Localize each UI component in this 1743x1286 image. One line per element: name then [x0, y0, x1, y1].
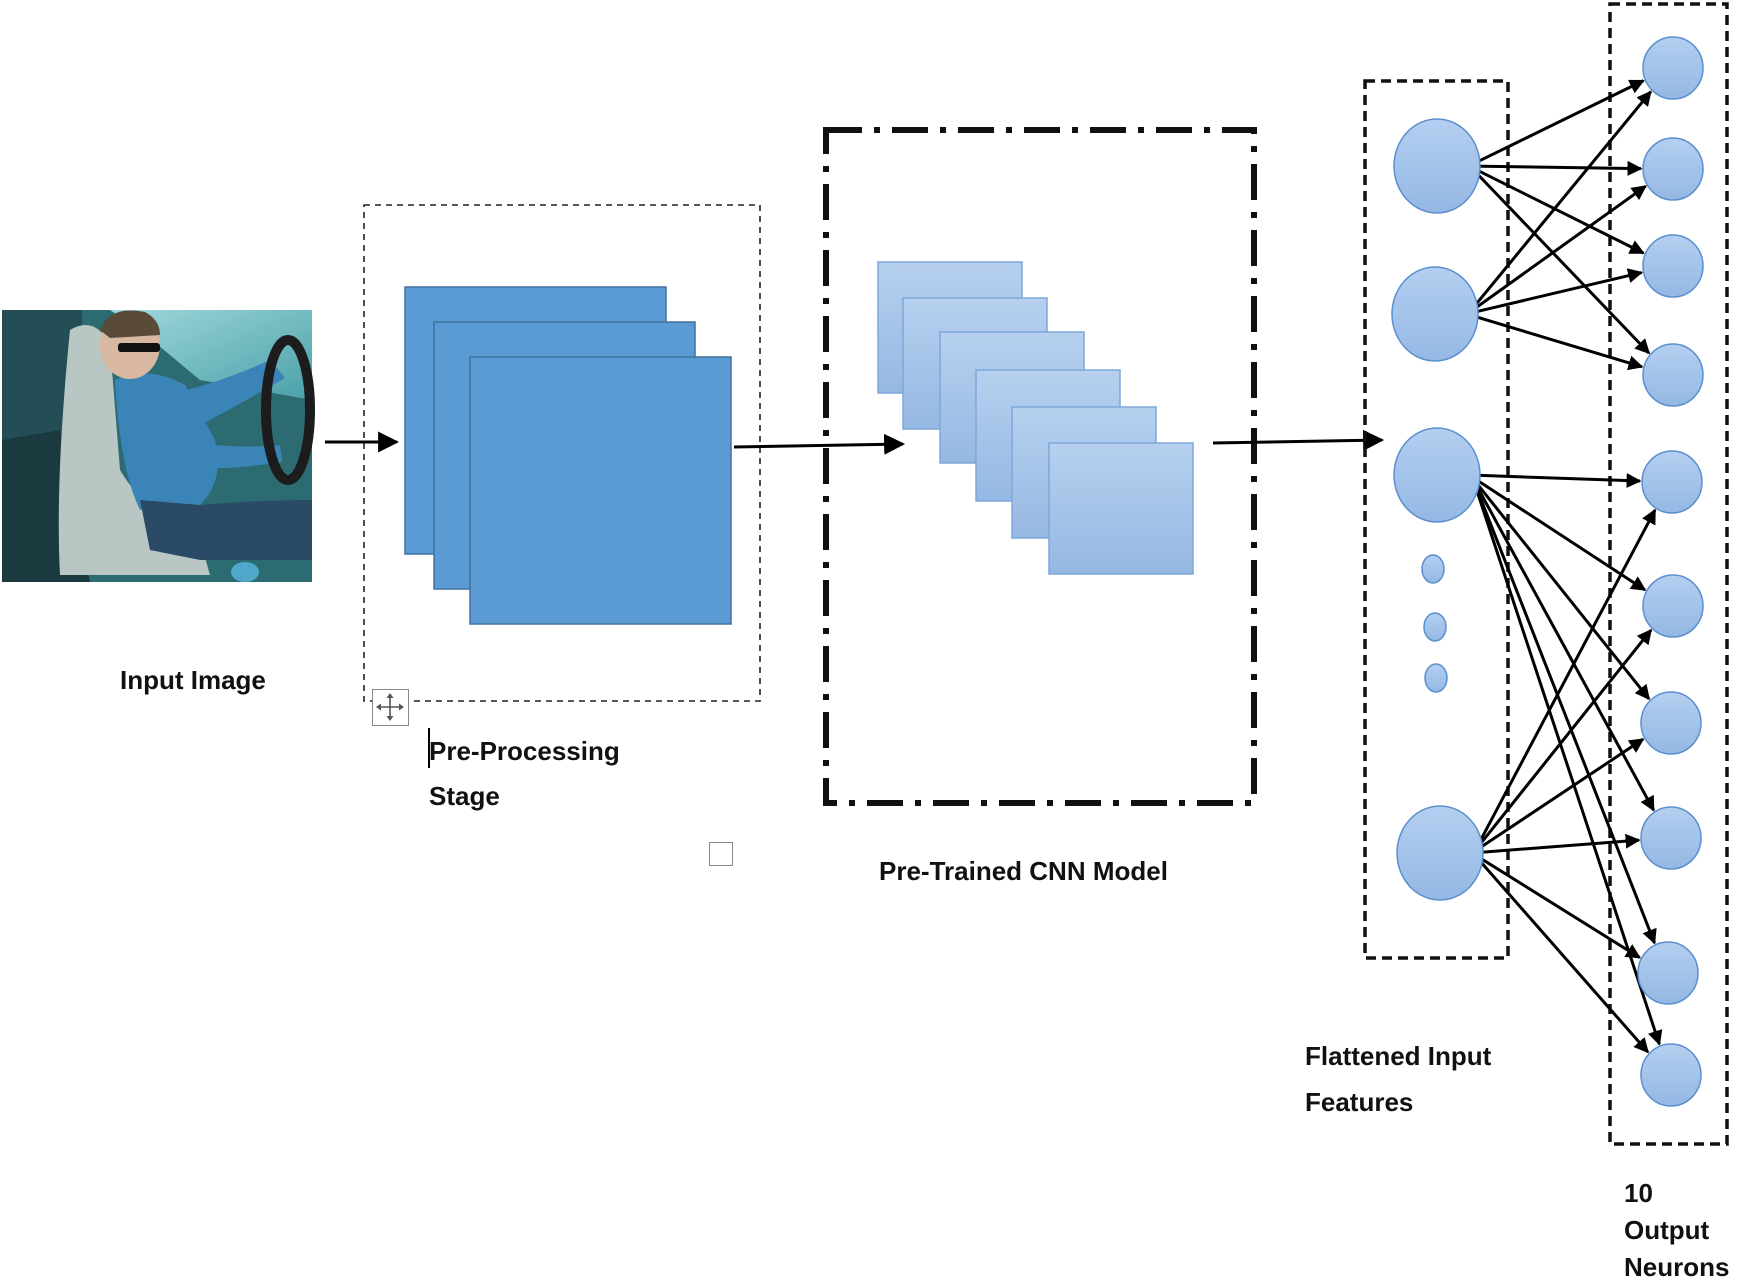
connection-arrow — [1472, 168, 1651, 355]
input-neuron-2 — [1391, 266, 1479, 362]
connection-arrow — [1472, 166, 1645, 255]
connection-arrow — [1473, 473, 1642, 489]
input-image-photo — [2, 310, 315, 582]
square-handle-icon[interactable] — [709, 842, 733, 866]
input-neuron-4 — [1396, 805, 1484, 901]
flattened-label-line2: Features — [1305, 1087, 1414, 1117]
connection-arrow — [1470, 90, 1652, 311]
output-label-line2: Output — [1624, 1215, 1710, 1245]
output-label-line1: 10 — [1624, 1178, 1653, 1208]
connection-arrow — [1472, 476, 1647, 592]
output-neuron-8 — [1640, 806, 1702, 870]
cnn-model-label: Pre-Trained CNN Model — [879, 856, 1168, 886]
output-neuron-2 — [1642, 137, 1704, 201]
output-neuron-3 — [1642, 234, 1704, 298]
output-neuron-5 — [1641, 450, 1703, 514]
connection-arrow — [1472, 479, 1655, 812]
neuron-connections — [1470, 79, 1663, 1054]
arrow-preprocessing-to-cnn — [733, 433, 906, 455]
cnn-feature-maps — [877, 261, 1194, 575]
move-arrows-icon[interactable] — [372, 689, 409, 726]
input-image-label: Input Image — [120, 665, 266, 695]
connection-arrow — [1476, 833, 1641, 855]
flattened-features-box — [1363, 79, 1510, 960]
connection-arrow — [1472, 478, 1651, 701]
cnn-model-box — [823, 127, 1257, 806]
preprocessing-box — [363, 204, 761, 702]
connection-arrow — [1475, 854, 1641, 959]
output-neurons-box — [1608, 2, 1729, 1146]
connection-arrow — [1470, 184, 1647, 313]
connection-arrow — [1475, 628, 1653, 850]
ellipsis-dot-2 — [1423, 612, 1447, 642]
output-neuron-9 — [1637, 941, 1699, 1005]
connection-arrow — [1475, 737, 1645, 852]
preprocessing-label-line1: Pre-Processing — [429, 736, 620, 766]
flattened-label-line1: Flattened Input — [1305, 1041, 1492, 1071]
preprocessing-label-line2: Stage — [429, 781, 500, 811]
connection-arrow — [1471, 268, 1644, 315]
output-label-line3: Neurons — [1624, 1252, 1730, 1282]
output-neuron-4 — [1642, 343, 1704, 407]
connection-arrow — [1475, 508, 1657, 849]
output-neuron-10 — [1640, 1043, 1702, 1107]
ellipsis-dots — [1421, 554, 1448, 693]
preprocessing-squares — [404, 286, 732, 625]
ellipsis-dot-3 — [1424, 663, 1448, 693]
arrow-cnn-to-flattened — [1212, 429, 1385, 451]
connection-arrow — [1472, 479, 1657, 945]
input-neuron-3 — [1393, 427, 1481, 523]
output-neuron-6 — [1642, 574, 1704, 638]
connection-arrow — [1475, 856, 1650, 1054]
ellipsis-dot-1 — [1421, 554, 1445, 584]
input-neuron-1 — [1393, 118, 1481, 214]
output-neuron-7 — [1640, 691, 1702, 755]
connection-arrow — [1472, 79, 1645, 166]
connection-arrow — [1471, 314, 1644, 371]
text-cursor — [428, 728, 430, 768]
input-neurons — [1391, 118, 1484, 901]
connection-arrow — [1473, 160, 1643, 176]
output-neuron-1 — [1642, 36, 1704, 100]
output-neurons — [1637, 36, 1704, 1107]
